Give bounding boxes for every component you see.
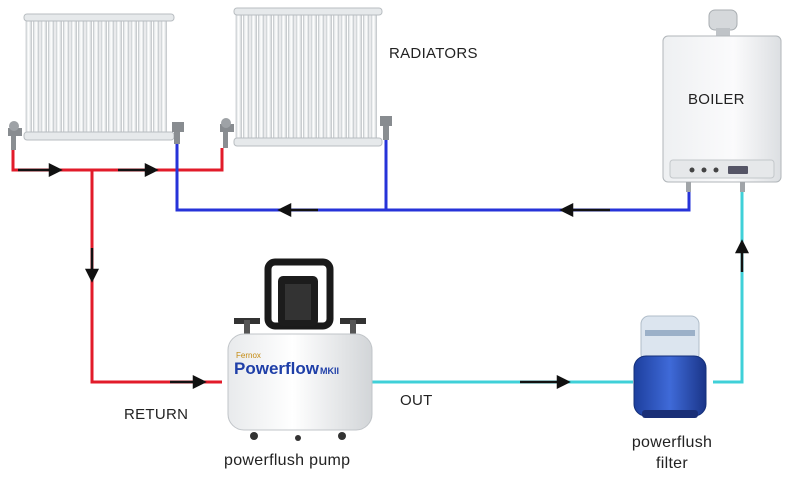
arrow-right-icon <box>118 162 159 178</box>
pump-label: powerflush pump <box>224 452 351 469</box>
boiler <box>662 9 782 192</box>
arrow-down-icon <box>84 248 100 283</box>
arrow-left-icon <box>277 202 318 218</box>
flow-pipe <box>175 140 691 212</box>
valve-icon <box>8 121 22 150</box>
valve-icon <box>380 116 392 140</box>
filter-label: powerflush filter <box>620 432 724 474</box>
out-label: OUT <box>400 392 433 409</box>
boiler-label: BOILER <box>688 91 745 108</box>
return-pipe <box>11 148 224 384</box>
return-label: RETURN <box>124 406 189 423</box>
radiators-label: RADIATORS <box>389 45 478 62</box>
powerflush-pump: Fernox Powerflow MKII <box>227 258 373 441</box>
arrow-right-icon <box>520 374 571 390</box>
arrow-up-icon <box>734 239 750 272</box>
valve-icon <box>172 122 184 144</box>
powerflush-filter <box>633 315 707 418</box>
radiator-left <box>8 13 184 150</box>
valve-icon <box>220 118 234 148</box>
pump-brand: Powerflow <box>234 359 320 378</box>
flow-arrows <box>18 162 750 390</box>
filter-label-line2: filter <box>655 455 689 472</box>
arrow-right-icon <box>170 374 207 390</box>
arrow-right-icon <box>18 162 63 178</box>
arrow-left-icon <box>559 202 610 218</box>
pump-model: MKII <box>320 366 339 376</box>
pump-maker: Fernox <box>236 351 261 360</box>
radiator-right <box>220 7 392 148</box>
filter-label-line1: powerflush <box>631 434 713 451</box>
